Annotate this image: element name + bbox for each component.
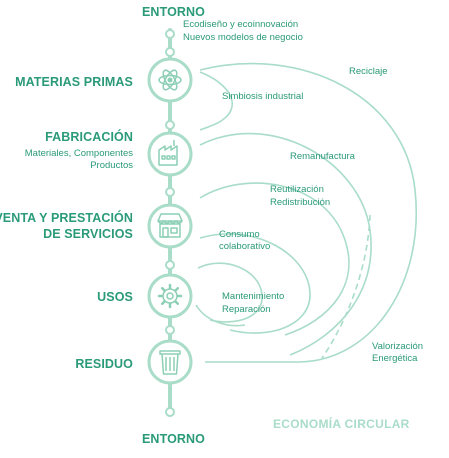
stage-title-fabricacion: FABRICACIÓN <box>45 130 133 144</box>
loop-label-reutilizacion-1: Reutilización <box>270 184 324 195</box>
entorno-top-label: ENTORNO <box>142 5 205 19</box>
stage-circle-materias-primas <box>147 57 193 103</box>
top-note-2: Nuevos modelos de negocio <box>183 32 303 43</box>
stage-title-materias-primas: MATERIAS PRIMAS <box>15 75 133 89</box>
stage-subtitle-fabricacion-2: Productos <box>90 160 133 171</box>
stage-circle-residuo <box>147 339 193 385</box>
axis-dot <box>165 325 175 335</box>
loop-label-simbiosis: Simbiosis industrial <box>222 91 304 102</box>
stage-title-usos: USOS <box>97 290 133 304</box>
stage-title-venta-2: DE SERVICIOS <box>43 227 133 241</box>
loop-mantenimiento <box>197 262 263 323</box>
stage-title-residuo: RESIDUO <box>75 357 133 371</box>
loop-reutilizacion <box>199 182 350 336</box>
loop-label-reutilizacion-2: Redistribución <box>270 197 331 208</box>
stage-circle-fabricacion <box>147 131 193 177</box>
atom-icon <box>158 69 182 91</box>
loop-inner <box>195 304 246 327</box>
entorno-bottom-label: ENTORNO <box>142 432 205 446</box>
loop-remanufactura <box>199 132 372 356</box>
axis-dot <box>165 260 175 270</box>
loop-valorizacion-dashed <box>321 214 371 359</box>
loop-label-consumo-2: colaborativo <box>219 241 271 252</box>
stage-subtitle-fabricacion-1: Materiales, Componentes <box>24 148 133 159</box>
stage-circle-usos <box>147 273 193 319</box>
diagram-title: ECONOMÍA CIRCULAR <box>273 417 410 431</box>
loop-reciclaje <box>199 62 417 363</box>
axis-dots <box>165 29 175 417</box>
trash-bin-icon <box>159 350 181 375</box>
factory-icon <box>158 140 178 166</box>
loop-label-valorizacion-1: Valorización <box>372 341 424 352</box>
top-note-1: Ecodiseño y ecoinnovación <box>183 19 299 30</box>
axis-dot <box>165 120 175 130</box>
loop-label-mantenimiento-2: Reparación <box>222 304 271 315</box>
axis-dot <box>165 187 175 197</box>
stage-title-venta-1: VENTA Y PRESTACIÓN <box>0 211 133 225</box>
axis-dot <box>165 47 175 57</box>
loop-label-mantenimiento-1: Mantenimiento <box>222 291 285 302</box>
gear-icon <box>157 283 183 309</box>
store-icon <box>157 213 183 238</box>
loop-label-remanufactura: Remanufactura <box>290 151 355 162</box>
loop-label-consumo-1: Consumo <box>219 229 260 240</box>
axis-dot <box>165 29 175 39</box>
loop-simbiosis <box>199 71 233 131</box>
loop-consumo <box>199 233 311 334</box>
loop-label-valorizacion-2: Energética <box>372 353 418 364</box>
stage-circle-venta <box>147 203 193 249</box>
loop-label-reciclaje: Reciclaje <box>349 66 388 77</box>
axis-dot <box>165 407 175 417</box>
